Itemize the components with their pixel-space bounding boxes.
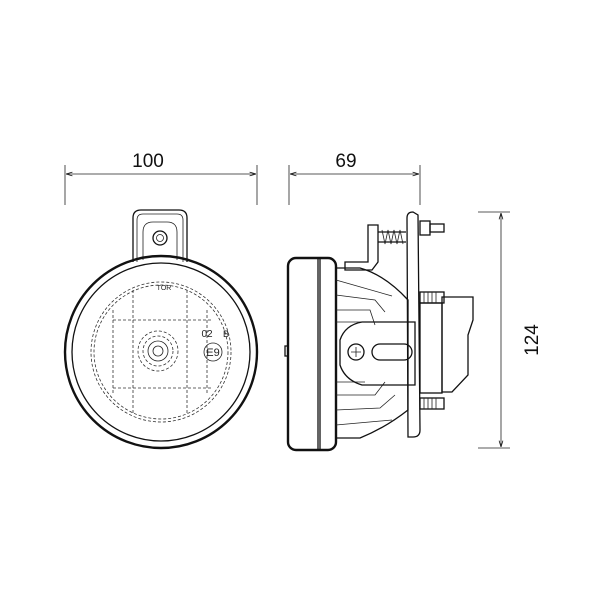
marking-approval: E9: [206, 347, 219, 359]
dimension-height-label: 124: [522, 324, 543, 356]
dimension-width: 100: [64, 151, 258, 205]
marking-code: 02: [201, 329, 213, 340]
marking-class: B: [223, 329, 229, 339]
front-view: TOR 02 B E9: [63, 209, 259, 450]
marking-top: TOR: [157, 285, 172, 292]
side-view: [284, 211, 474, 452]
dimension-height: 124: [478, 211, 543, 449]
dimension-width-label: 100: [132, 151, 164, 172]
dimension-depth: 69: [288, 151, 421, 205]
approval-mark-circle: [203, 342, 223, 362]
mounting-screw-icon: [152, 230, 168, 246]
dimension-depth-label: 69: [335, 151, 356, 172]
adjust-screw-icon: [347, 343, 365, 361]
